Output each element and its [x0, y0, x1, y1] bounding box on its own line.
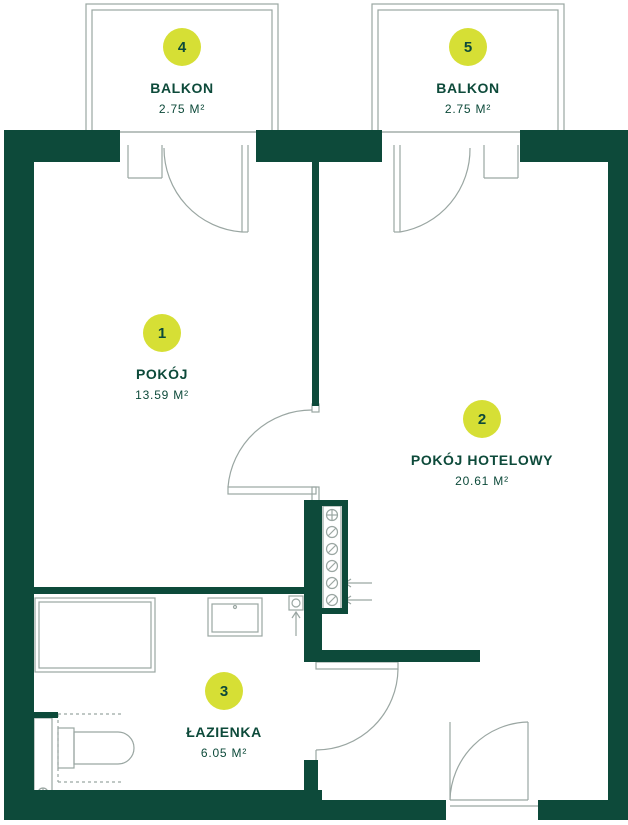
balcony-4-inner	[91, 9, 273, 133]
room-label-1: 1 POKÓJ 13.59 M²	[52, 314, 272, 402]
room-area: 6.05 M²	[200, 746, 248, 760]
door-swing-balcony-1	[163, 147, 243, 233]
toilet-tank	[57, 727, 75, 769]
room-number-badge: 3	[205, 672, 243, 710]
wall-partition-1-2	[312, 150, 319, 406]
balcony-5-inner	[377, 9, 559, 133]
wall-bathroom-top	[34, 587, 306, 594]
sink	[207, 597, 263, 637]
wall-left	[4, 130, 34, 820]
room-area: 2.75 M²	[158, 102, 206, 116]
room-number-badge: 2	[463, 400, 501, 438]
room-number-badge: 1	[143, 314, 181, 352]
bathtub	[34, 597, 156, 673]
wall-bottom-3	[538, 800, 628, 820]
room-area: 2.75 M²	[444, 102, 492, 116]
door-swing-bathroom	[315, 668, 399, 751]
wall-bathroom-east	[304, 500, 322, 660]
room-area: 13.59 M²	[135, 388, 189, 402]
room-number-badge: 5	[449, 28, 487, 66]
door-swing-entrance	[449, 721, 529, 801]
room-label-2: 2 POKÓJ HOTELOWY 20.61 M²	[372, 400, 592, 488]
wall-bottom-2	[322, 800, 446, 820]
room-name: BALKON	[150, 80, 214, 96]
door-swing-room-1	[227, 409, 313, 488]
toilet-bowl	[73, 731, 135, 765]
room-name: ŁAZIENKA	[186, 724, 262, 740]
room-name: BALKON	[436, 80, 500, 96]
room-area: 20.61 M²	[455, 474, 509, 488]
room-number-badge: 4	[163, 28, 201, 66]
wall-bottom-1	[4, 790, 322, 820]
room-label-3: 3 ŁAZIENKA 6.05 M²	[114, 672, 334, 760]
room-label-4: 4 BALKON 2.75 M²	[72, 28, 292, 116]
wall-right	[608, 130, 628, 820]
door-swing-balcony-2	[399, 147, 471, 233]
room-name: POKÓJ HOTELOWY	[410, 452, 554, 468]
room-label-5: 5 BALKON 2.75 M²	[358, 28, 578, 116]
room-name: POKÓJ	[135, 366, 188, 382]
